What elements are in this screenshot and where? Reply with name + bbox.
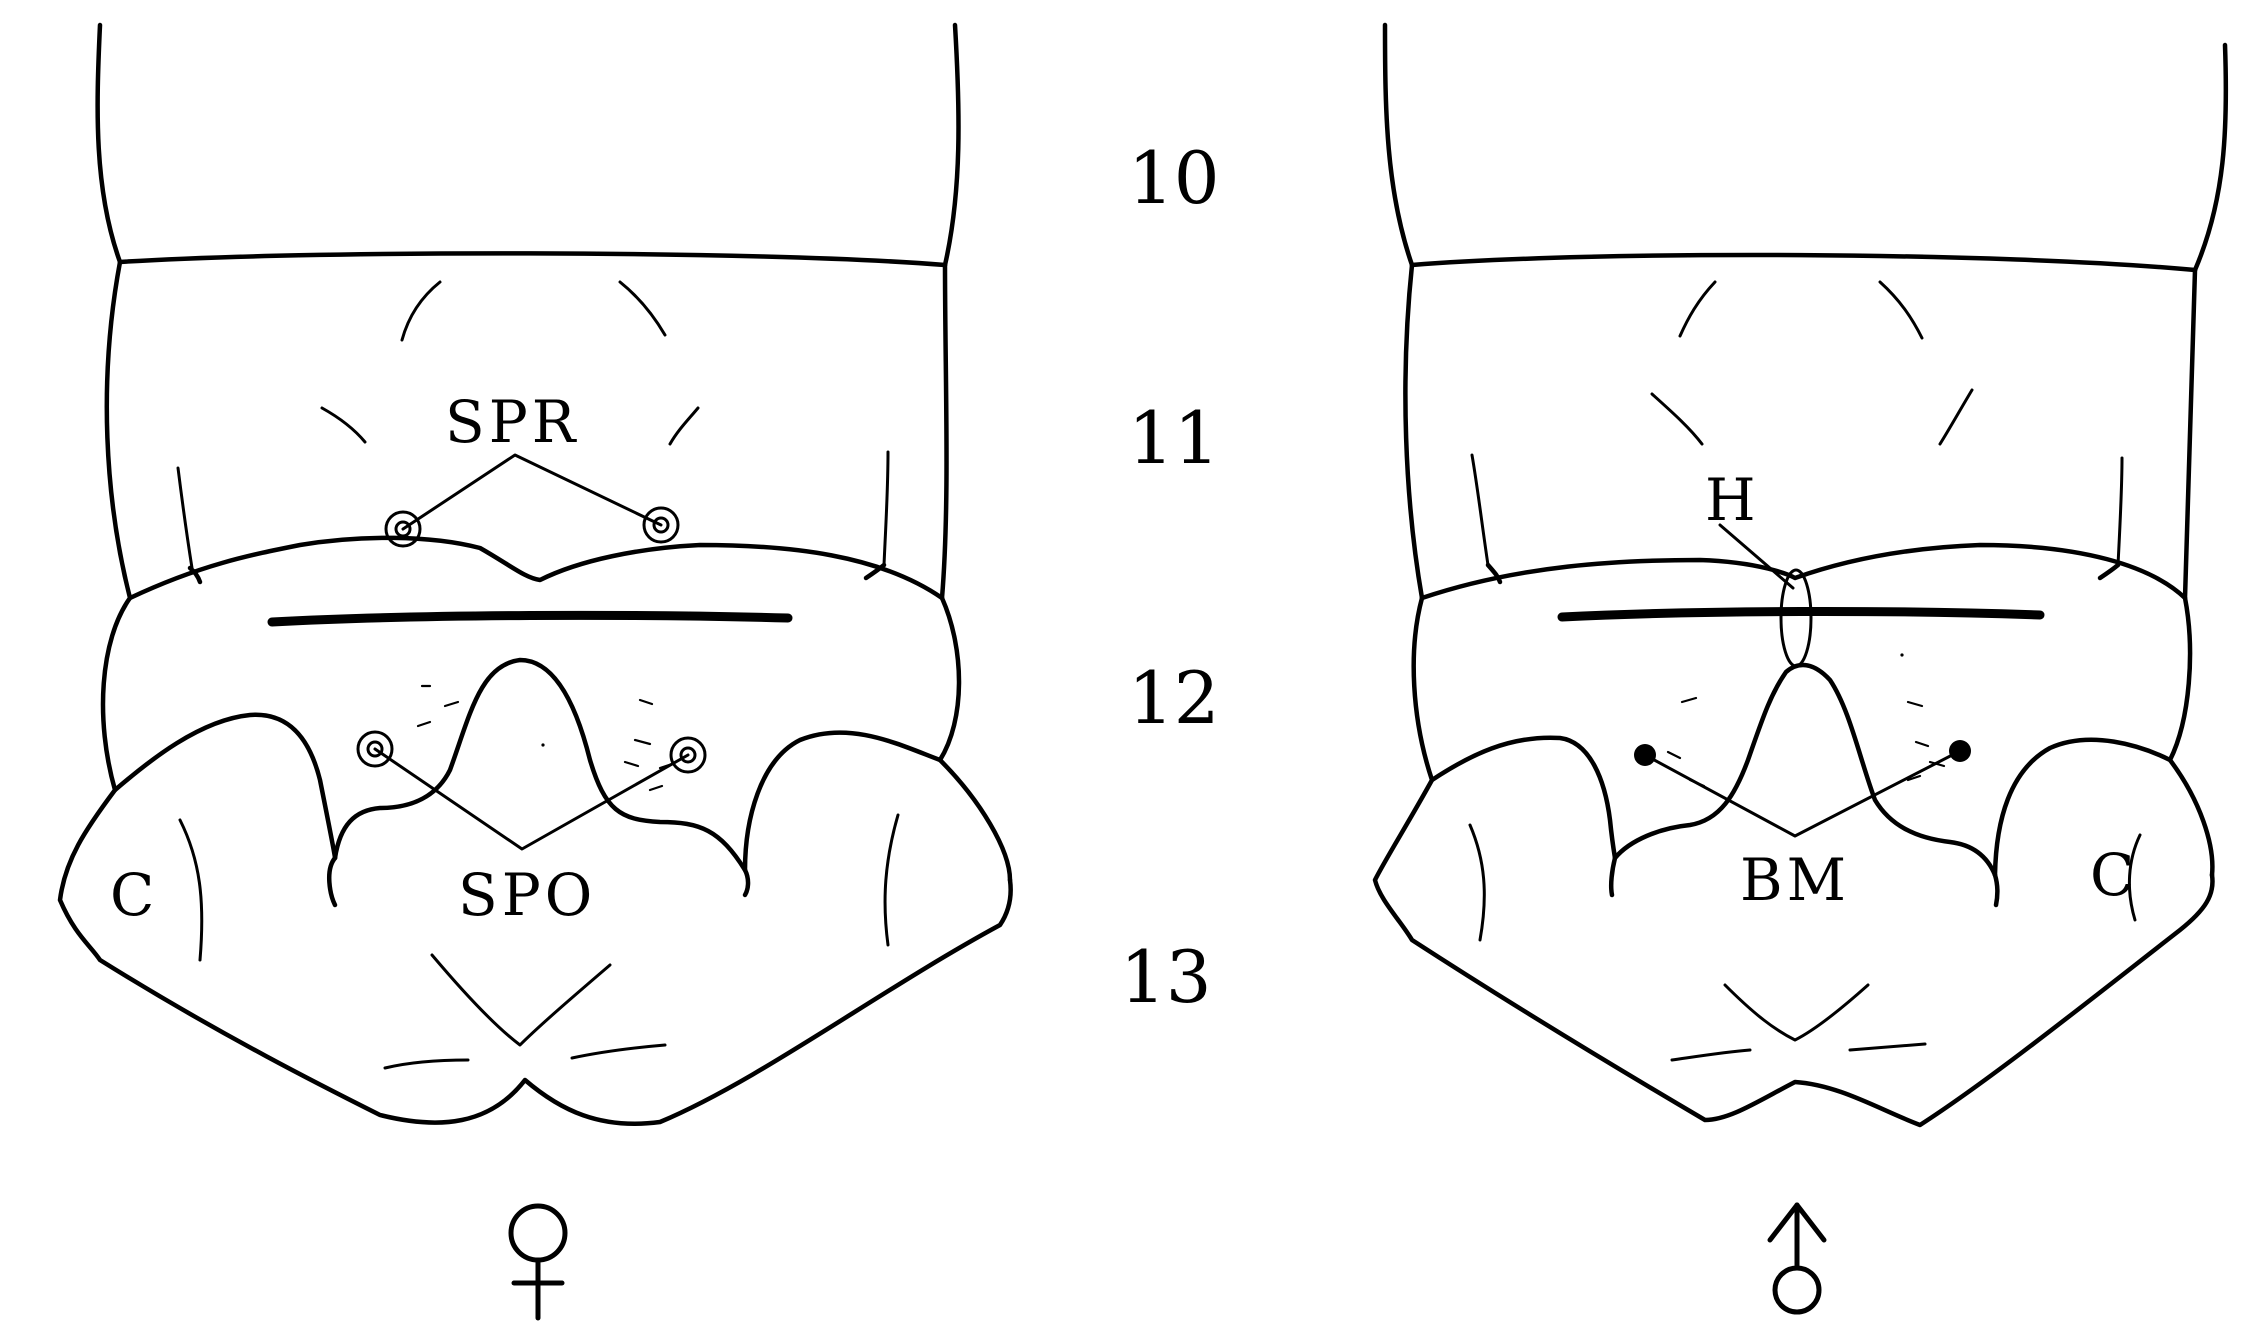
female-seg13-bottom-left-crease [383, 1058, 470, 1070]
female-seg11-dash-left [320, 406, 367, 444]
female-seg13-right-clasper [742, 730, 1013, 883]
female-spiracle-right [642, 506, 680, 544]
male-segment-11-left-wall [1403, 262, 1425, 601]
male-seg11-dash-left [1650, 392, 1704, 446]
female-spo-label: SPO [458, 861, 596, 929]
female-seg13-left-clasper [112, 712, 338, 861]
female-seg11-dash-right [668, 406, 700, 446]
male-h-leader-line [1718, 523, 1795, 590]
male-seg13-bottom-right-crease [1848, 1042, 1927, 1052]
male-claspers-label: C [2090, 841, 2138, 909]
male-segment-12-right-wall [2167, 595, 2193, 763]
female-segment-10-right-wall [942, 22, 961, 268]
male-seg13-lower-fold [1723, 983, 1870, 1042]
male-figure: H BM C [1372, 22, 2229, 1315]
female-seg13-lower-fold [430, 953, 612, 1047]
male-segment-10-right-wall [2192, 42, 2229, 273]
female-spiracle-left [384, 510, 422, 548]
male-seg13-left-clasper-arc [1468, 823, 1486, 942]
male-seg12-dashes-right [1906, 700, 1946, 782]
male-seg11-fold-right [1878, 280, 1924, 340]
male-segment-11-12-border [1419, 542, 2188, 601]
female-seg11-side-left [176, 466, 194, 570]
segment-number-11: 11 [1128, 396, 1220, 480]
female-seg13-inner-right [742, 867, 751, 898]
female-seg12-central-lobe [332, 657, 748, 873]
female-seg12-spiracle-right [669, 736, 707, 774]
female-seg11-fold-right [618, 280, 667, 337]
female-spr-label: SPR [445, 388, 579, 456]
male-genital-opening [1779, 568, 1813, 668]
male-seg12-dashes-left [1666, 696, 1706, 788]
male-segment-11-right-wall [2182, 267, 2198, 601]
female-segment-11-12-border [127, 535, 945, 601]
female-figure: SPR C SPO [57, 22, 1013, 1321]
female-seg13-outer-outline [57, 787, 1013, 1127]
male-seg13-inner-left [1608, 855, 1618, 898]
male-left-edge-tick [1485, 562, 1503, 585]
female-spo-leader-lines [373, 747, 690, 851]
female-seg13-bottom-right-crease [570, 1043, 667, 1060]
female-seg12-dashes-left [416, 684, 460, 728]
female-seg12-spiracle-left [356, 730, 394, 768]
male-bm-label: BM [1740, 846, 1850, 914]
male-right-edge-tick [2097, 562, 2121, 581]
female-segment-12-left-wall [100, 595, 133, 793]
female-seg12-transverse-bar [267, 610, 793, 627]
male-h-label: H [1705, 466, 1760, 534]
female-seg13-right-clasper-arc [883, 813, 900, 947]
male-seg13-bottom-left-crease [1670, 1048, 1752, 1062]
male-segment-12-left-wall [1411, 595, 1435, 783]
female-seg13-inner-left [327, 855, 338, 908]
male-symbol-icon [1767, 1202, 1827, 1315]
male-seg13-right-clasper [1992, 737, 2215, 878]
male-seg12-dot [1900, 653, 1904, 657]
female-segment-12-right-wall [937, 595, 962, 763]
male-seg12-transverse-bar [1557, 606, 2045, 622]
male-seg13-inner-right [1992, 872, 2000, 908]
female-segment-11-right-wall [939, 262, 949, 601]
segment-number-12: 12 [1128, 656, 1220, 740]
male-seg11-side-left [1470, 453, 1490, 567]
male-seg11-dash-right [1938, 388, 1974, 446]
female-seg13-left-clasper-arc [178, 818, 204, 962]
female-left-edge-tick [187, 565, 203, 585]
segment-number-13: 13 [1120, 935, 1212, 1019]
female-spr-leader-lines [401, 453, 663, 531]
male-bm-leader-lines [1643, 749, 1962, 838]
female-seg11-side-right [882, 450, 890, 567]
female-segment-10-11-border [117, 251, 948, 268]
female-segment-11-left-wall [104, 259, 133, 601]
male-seg11-side-right [2116, 456, 2124, 567]
male-seg12-central-lobe [1612, 662, 1998, 878]
male-seg13-left-clasper [1429, 735, 1618, 861]
female-seg12-dot [541, 743, 545, 747]
female-symbol-icon [508, 1203, 568, 1321]
male-segment-10-11-border [1409, 252, 2198, 273]
male-seg13-outer-outline [1372, 777, 2215, 1128]
female-claspers-label: C [110, 861, 158, 929]
female-segment-10-left-wall [95, 22, 123, 265]
female-right-edge-tick [863, 562, 887, 581]
male-segment-10-left-wall [1382, 22, 1415, 268]
male-seg13-right-clasper-arc [2127, 833, 2142, 922]
female-seg11-fold-left [400, 280, 442, 342]
segment-number-10: 10 [1128, 136, 1220, 220]
male-seg11-fold-left [1678, 280, 1717, 338]
